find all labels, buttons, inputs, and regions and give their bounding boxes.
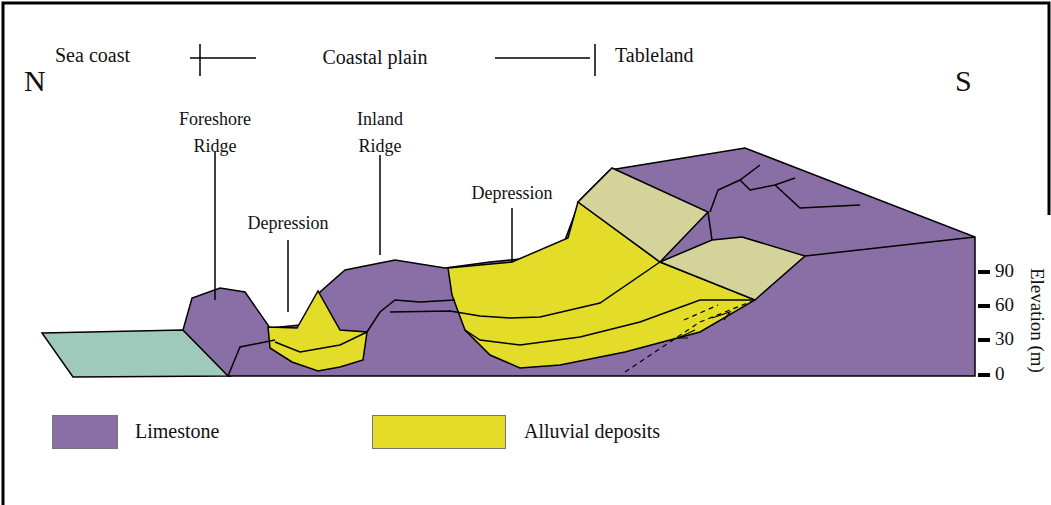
landform-label: Inland Ridge <box>340 106 420 160</box>
legend-swatch <box>372 415 506 449</box>
zone-label: Coastal plain <box>323 46 428 68</box>
alluvium-1 <box>268 291 367 371</box>
strata-lines <box>228 165 975 376</box>
fault-line <box>625 300 755 372</box>
leader-lines <box>215 152 512 312</box>
frame <box>3 3 1049 505</box>
zone-label: Tableland <box>615 44 694 66</box>
limestone <box>183 148 975 376</box>
fault-arrows <box>678 312 730 338</box>
axis-value: 60 <box>995 295 1014 316</box>
axis-value: 90 <box>995 261 1014 282</box>
axis-value: 0 <box>995 364 1005 385</box>
axis-title: Elevation (m) <box>1026 267 1047 372</box>
legend-text: Alluvial deposits <box>524 420 660 442</box>
zone-label: Sea coast <box>55 44 130 66</box>
axis-value: 30 <box>995 329 1014 350</box>
landform-label: Depression <box>472 184 553 204</box>
legend-text: Limestone <box>135 420 219 442</box>
compass-label: S <box>955 64 972 97</box>
pale-block <box>660 237 805 300</box>
alluvium-2 <box>448 202 755 368</box>
landform-label: Depression <box>248 214 329 234</box>
pale-block <box>578 168 708 262</box>
legend-swatch <box>52 415 118 449</box>
zone-dividers <box>190 44 595 76</box>
axis-ticks <box>978 272 990 375</box>
compass-label: N <box>24 64 46 97</box>
landform-label: Foreshore Ridge <box>165 106 265 160</box>
